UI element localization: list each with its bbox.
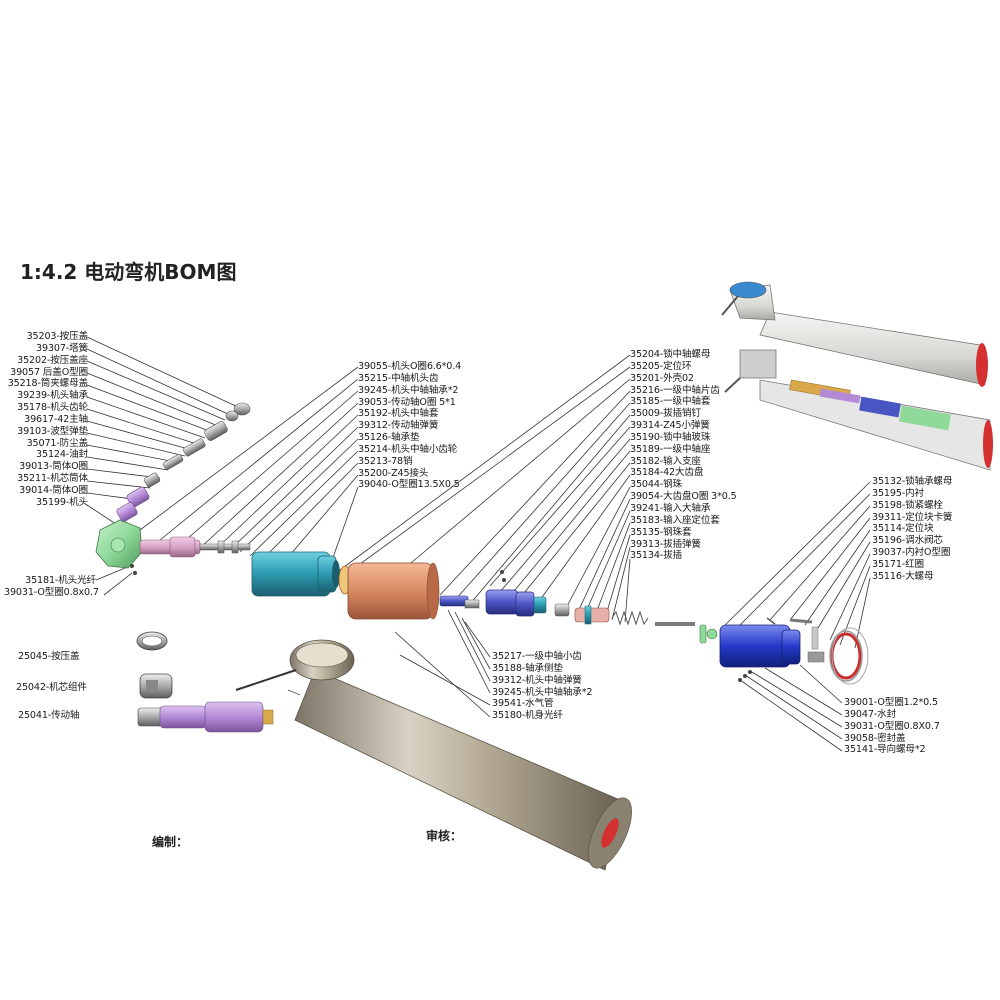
part-label: 35044-钢珠 <box>630 479 682 491</box>
part-label: 39312-传动轴弹簧 <box>358 420 439 432</box>
part-label: 35215-中轴机头齿 <box>358 372 439 384</box>
handpiece-head-part <box>95 519 143 569</box>
part-label: 35218-筒夹螺母盖 <box>7 378 88 390</box>
part-label: 39054-大齿盘O圈 3*0.5 <box>630 491 737 503</box>
part-label: 35202-按压盖座 <box>17 354 88 366</box>
leader-lines <box>86 336 871 752</box>
part-label: 35183-输入座定位套 <box>630 514 720 526</box>
reviewer-label: 审核： <box>426 829 463 843</box>
part-label: 35216-一级中轴片齿 <box>630 384 720 396</box>
part-label: 35192-机头中轴套 <box>358 408 439 420</box>
part-label: 39031-O型圈0.8X0.7 <box>844 720 940 732</box>
part-label: 35116-大螺母 <box>872 570 934 582</box>
part-label: 35203-按压盖 <box>26 331 89 342</box>
part-label: 35200-Z45接头 <box>358 467 429 479</box>
part-label: 39314-Z45小弹簧 <box>630 420 710 432</box>
part-label: 35204-锁中轴螺母 <box>630 349 711 360</box>
part-label: 35205-定位环 <box>630 360 692 372</box>
part-label: 35188-轴承侧垫 <box>492 662 563 674</box>
part-label: 35190-锁中轴玻珠 <box>630 431 711 443</box>
part-label: 39241-输入大轴承 <box>630 502 711 514</box>
mid-shaft-parts <box>439 570 718 644</box>
assembled-handpiece-silver <box>235 639 632 871</box>
part-label: 35132-锁轴承螺母 <box>872 476 953 487</box>
assembled-handpiece-white <box>721 281 988 387</box>
part-label: 35196-调水阀芯 <box>872 535 943 547</box>
part-label: 39311-定位块卡簧 <box>872 511 953 523</box>
cutaway-handpiece <box>724 349 993 471</box>
part-label: 39013-筒体O圈 <box>19 461 88 473</box>
part-label: 39245-机头中轴轴承*2 <box>358 384 459 396</box>
part-label: 35217-一级中轴小齿 <box>492 651 582 662</box>
part-label: 39057 后盖O型圈 <box>10 366 88 378</box>
sub-label-drive-shaft: 25041-传动轴 <box>18 710 80 721</box>
sub-label-press-cover: 25045-按压盖 <box>18 651 80 662</box>
copper-tube-part <box>338 562 440 620</box>
part-label: 39053-传动轴O圈 5*1 <box>358 396 456 408</box>
part-label: 35114-定位块 <box>872 523 934 535</box>
part-label: 35009-拔插销钉 <box>630 408 701 420</box>
part-label: 35180-机身光纤 <box>492 710 563 722</box>
part-label: 35182-输入支座 <box>630 455 701 467</box>
part-label: 39055-机头O圈6.6*0.4 <box>358 361 462 372</box>
part-label: 35141-导向螺母*2 <box>844 744 926 756</box>
part-label: 35213-78销 <box>358 455 413 467</box>
diagram-title: 1:4.2 电动弯机BOM图 <box>20 260 237 284</box>
part-label: 35185-一级中轴套 <box>630 396 711 408</box>
part-label: 35195-内衬 <box>872 487 924 499</box>
part-label: 35189-一级中轴座 <box>630 443 711 455</box>
part-label: 39031-O型圈0.8x0.7 <box>4 586 99 598</box>
part-label: 39040-O型圈13.5X0.5 <box>358 479 460 491</box>
part-label: 39047-水封 <box>844 708 896 720</box>
part-label: 39058-密封盖 <box>844 732 906 744</box>
part-label: 39541-水气管 <box>492 698 554 710</box>
part-label: 39103-波型弹垫 <box>17 425 88 437</box>
part-label: 35184-42大齿盘 <box>630 467 704 479</box>
part-label: 39001-O型圈1.2*0.5 <box>844 697 938 708</box>
part-label: 39037-内衬O型圈 <box>872 547 951 559</box>
part-label: 39245-机头中轴轴承*2 <box>492 686 593 698</box>
part-label: 35071-防尘盖 <box>26 437 89 449</box>
part-label: 35211-机芯筒体 <box>17 473 88 485</box>
blue-rear-body-part <box>719 617 869 685</box>
neck-tube-part <box>139 536 251 558</box>
part-label: 35124-油封 <box>36 449 88 461</box>
part-label: 35178-机头齿轮 <box>17 402 88 414</box>
part-label: 39239-机头轴承 <box>17 390 88 402</box>
part-label: 35134-拔插 <box>630 550 682 562</box>
part-label: 35135-钢珠套 <box>630 526 692 538</box>
part-label: 35171-红圈 <box>872 558 924 570</box>
part-label: 35198-锁紧螺栓 <box>872 499 943 511</box>
part-label: 35181-机头光纤 <box>25 575 96 586</box>
sub-label-core-assembly: 25042-机芯组件 <box>16 682 87 693</box>
teal-body-part <box>251 551 340 597</box>
part-label: 35126-轴承垫 <box>358 432 420 444</box>
part-label: 39014-筒体O圈 <box>19 484 88 496</box>
part-label: 39312-机头中轴弹簧 <box>492 674 582 686</box>
editor-label: 编制： <box>152 835 189 849</box>
head-small-parts <box>116 402 251 575</box>
sub-assembly-parts <box>136 631 274 733</box>
part-label: 39307-塔簧 <box>36 342 88 354</box>
part-label: 39617-42主轴 <box>24 413 88 425</box>
part-label: 39313-拔插弹簧 <box>630 538 701 550</box>
part-label: 35201-外壳02 <box>630 372 694 384</box>
part-label: 35199-机头 <box>36 496 88 508</box>
part-label: 35214-机头中轴小齿轮 <box>358 443 458 455</box>
